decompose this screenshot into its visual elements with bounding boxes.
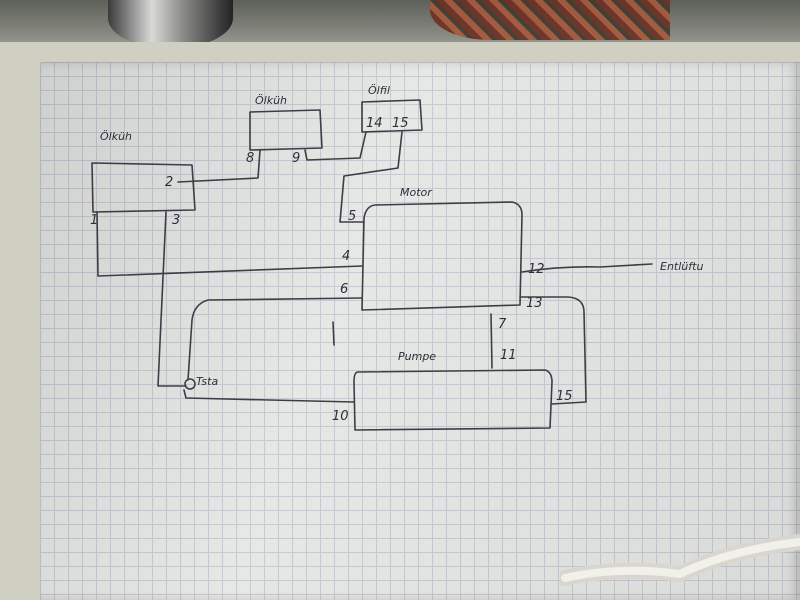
wire-9-to-14: [304, 131, 367, 161]
block-oil-cooler-mid: Ölküh 8 9: [246, 94, 323, 166]
metal-object: [108, 0, 233, 48]
oil-cooler-mid-box: [249, 109, 323, 151]
pump-box: [353, 369, 553, 431]
terminal-15-pump: 15: [556, 389, 573, 404]
stray-mark: [332, 321, 335, 346]
terminal-4: 4: [342, 249, 350, 264]
paper-shading: [40, 62, 800, 600]
block-motor: Motor 5 4 6 12 13 7: [340, 186, 545, 332]
thermostat-symbol: [184, 378, 196, 390]
thermostat-label: Tsta: [196, 375, 218, 388]
wire-7-to-11: [490, 313, 493, 369]
terminal-9: 9: [292, 151, 300, 166]
terminal-10: 10: [332, 409, 349, 424]
terminal-13: 13: [526, 296, 543, 311]
wire-15-to-5: [339, 131, 403, 223]
connection-lines: [96, 131, 653, 405]
terminal-6: 6: [340, 282, 348, 297]
terminal-14: 14: [366, 116, 383, 131]
grid-paper-sheet: [40, 62, 800, 600]
block-oil-cooler-left: Ölküh 2 1 3: [90, 130, 196, 228]
terminal-1: 1: [90, 213, 98, 228]
pump-title: Pumpe: [398, 350, 436, 363]
wire-2-to-8: [177, 149, 261, 183]
oil-filter-box: [361, 99, 423, 133]
terminal-11: 11: [500, 348, 517, 363]
oil-cooler-left-box: [91, 162, 196, 213]
wire-12-to-coolant: [521, 263, 653, 273]
wire-3-to-tstat: [157, 211, 187, 387]
wire-6-to-tstat: [187, 297, 363, 381]
block-oil-filter: Ölfil 14 15: [361, 84, 423, 133]
block-pump: Pumpe 11 10 15: [332, 348, 573, 431]
oil-filter-title: Ölfil: [368, 84, 390, 97]
wire-13-to-15: [519, 296, 587, 405]
motor-box: [361, 201, 523, 311]
background-carpet: [430, 0, 670, 40]
terminal-3: 3: [172, 213, 180, 228]
oil-cooler-mid-title: Ölküh: [255, 94, 287, 107]
motor-title: Motor: [400, 186, 433, 199]
terminal-5: 5: [348, 209, 356, 224]
coolant-outlet-label: Entlüftu: [660, 260, 703, 273]
white-cable: [560, 534, 800, 586]
terminal-7: 7: [498, 317, 507, 332]
oil-cooler-left-title: Ölküh: [100, 130, 132, 143]
wire-tstat-to-10: [183, 389, 355, 403]
wire-1-to-4: [96, 211, 363, 277]
terminal-8: 8: [246, 151, 254, 166]
terminal-15-filter: 15: [392, 116, 409, 131]
terminal-2: 2: [165, 175, 173, 190]
